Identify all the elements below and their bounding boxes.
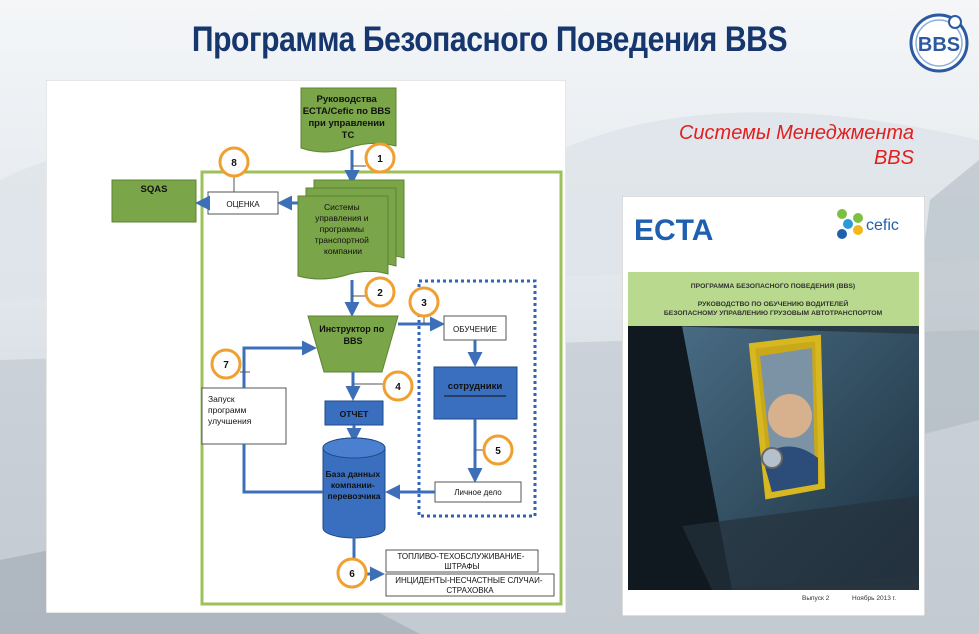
step-8-label: 8	[231, 158, 237, 169]
training-label: ОБУЧЕНИЕ	[453, 325, 497, 334]
ecta-logo: ECTA	[634, 214, 713, 247]
launch-line-1: Запуск	[208, 394, 235, 404]
svg-text:Системы управления и п: Системы управления и программы транспорт…	[315, 202, 372, 256]
launch-box	[201, 387, 287, 445]
systems-line-4: транспортной	[315, 235, 369, 245]
sqas-label: SQAS	[141, 184, 168, 195]
cover-program-title: ПРОГРАММА БЕЗОПАСНОГО ПОВЕДЕНИЯ (BBS)	[691, 283, 855, 290]
svg-text:Запуск программ улучше: Запуск программ улучшения	[208, 394, 252, 426]
step-circle-8: 8	[218, 146, 250, 192]
subtitle-line-1: Системы Менеджмента	[678, 122, 914, 144]
employees-box	[433, 366, 518, 420]
sqas-box	[111, 179, 197, 223]
step-circle-5: 5	[475, 434, 514, 466]
slide-title: Программа Безопасного Поведения BBS	[191, 20, 788, 59]
slide-subtitle: Системы Менеджмента BBS	[600, 121, 914, 171]
database-line-1: База данных	[326, 469, 381, 479]
cover-guide-line-1: РУКОВОДСТВО ПО ОБУЧЕНИЮ ВОДИТЕЛЕЙ	[698, 299, 849, 308]
systems-line-1: Системы	[324, 202, 360, 212]
guidelines-line-2: ECTA/Cefic по BBS	[303, 106, 391, 117]
svg-text:База данных компании-: База данных компании- перевозчика	[326, 469, 383, 501]
fuel-box	[385, 549, 539, 573]
step-5-label: 5	[495, 446, 501, 457]
guidelines-line-3: при управлении	[308, 118, 385, 129]
systems-line-5: компании	[324, 246, 362, 256]
launch-line-2: программ	[208, 405, 246, 415]
systems-document-front	[297, 195, 389, 280]
instructor-shape	[307, 315, 399, 373]
svg-text:Руководства ECTA/Cefic по: Руководства ECTA/Cefic по BBS при управл…	[303, 94, 394, 141]
employee-area	[417, 279, 537, 518]
bbs-flowchart: Руководства ECTA/Cefic по BBS при управл…	[46, 80, 566, 613]
truck-driver-photo	[628, 326, 919, 590]
employees-label: сотрудники	[448, 381, 503, 392]
logo-text: BBS	[918, 34, 960, 56]
cover-date: Ноябрь 2013 г.	[852, 594, 896, 602]
database-top	[322, 437, 386, 459]
cefic-logo: cefic	[866, 217, 899, 234]
guidelines-line-1: Руководства	[317, 94, 378, 105]
cover-guide-line-2: БЕЗОПАСНОМУ УПРАВЛЕНИЮ ГРУЗОВЫМ АВТОТРАН…	[664, 310, 883, 317]
fuel-line-1: ТОПЛИВО-ТЕХОБСЛУЖИВАНИЕ-	[397, 552, 524, 561]
bbs-logo: BBS	[909, 13, 969, 73]
arrow-launch-to-instructor	[242, 340, 317, 388]
step-circle-7: 7	[210, 348, 250, 380]
systems-line-3: программы	[320, 224, 364, 234]
database-line-2: компании-	[331, 480, 375, 490]
guidelines-document	[300, 87, 397, 153]
svg-text:ТОПЛИВО-ТЕХОБСЛУЖИВАНИЕ- Ш: ТОПЛИВО-ТЕХОБСЛУЖИВАНИЕ- ШТРАФЫ	[397, 552, 526, 571]
fuel-line-2: ШТРАФЫ	[444, 562, 479, 571]
step-6-label: 6	[349, 569, 355, 580]
step-2-label: 2	[377, 288, 383, 299]
guidelines-line-4: ТС	[342, 130, 355, 141]
subtitle-line-2: BBS	[873, 147, 914, 169]
instructor-line-2: BBS	[343, 336, 362, 346]
step-4-label: 4	[395, 382, 401, 393]
incidents-line-1: ИНЦИДЕНТЫ-НЕСЧАСТНЫЕ СЛУЧАИ-	[395, 576, 543, 585]
personal-file-label: Личное дело	[454, 488, 502, 497]
step-circle-4: 4	[354, 370, 414, 402]
database-line-3: перевозчика	[327, 491, 380, 501]
incidents-line-2: СТРАХОВКА	[446, 586, 494, 595]
arrow-database-to-launch	[242, 444, 323, 494]
report-label: ОТЧЕТ	[340, 409, 369, 419]
step-circle-2: 2	[352, 276, 396, 308]
step-circle-3: 3	[408, 286, 440, 324]
launch-line-3: улучшения	[208, 416, 252, 426]
cefic-flower-icon	[837, 209, 863, 239]
step-circle-6: 6	[336, 557, 368, 589]
incidents-box	[385, 573, 555, 597]
step-1-label: 1	[377, 154, 383, 165]
instructor-line-1: Инструктор по	[319, 324, 384, 334]
cover-issue: Выпуск 2	[802, 595, 830, 602]
step-7-label: 7	[223, 360, 229, 371]
step-circle-1: 1	[352, 142, 396, 174]
evaluation-label: ОЦЕНКА	[226, 200, 260, 209]
svg-text:ИНЦИДЕНТЫ-НЕСЧАСТНЫЕ СЛУЧАИ-: ИНЦИДЕНТЫ-НЕСЧАСТНЫЕ СЛУЧАИ- СТРАХОВКА	[395, 576, 544, 595]
svg-text:Инструктор по BBS: Инструктор по BBS	[319, 324, 386, 346]
training-box	[443, 315, 507, 341]
systems-line-2: управления и	[315, 213, 369, 223]
step-3-label: 3	[421, 298, 427, 309]
report-box	[324, 400, 384, 426]
guide-cover: ECTA cefic ПРОГРАММА БЕЗОПАСНОГО ПОВЕДЕН…	[622, 196, 925, 616]
